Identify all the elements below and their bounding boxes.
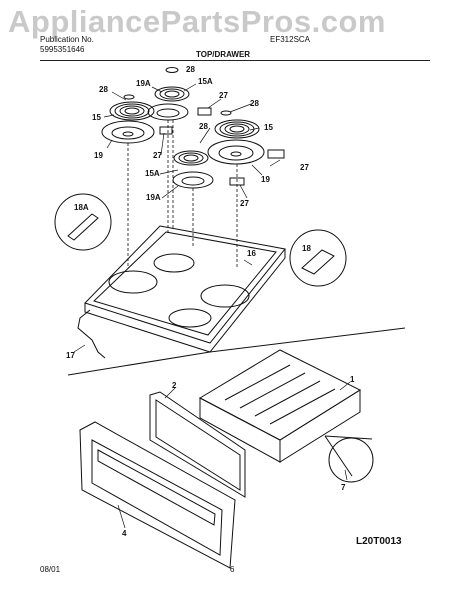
- drawer-body[interactable]: [198, 349, 362, 463]
- drip-bowl-left[interactable]: [101, 120, 155, 144]
- drip-bowl-center[interactable]: [172, 171, 214, 189]
- footer-page-number: 6: [230, 565, 235, 574]
- callout-27: 27: [219, 91, 228, 100]
- cooktop[interactable]: [84, 225, 286, 353]
- callout-19: 19: [261, 175, 270, 184]
- callout-19a: 19A: [146, 193, 161, 202]
- callout-7: 7: [341, 483, 346, 492]
- receptacle-block[interactable]: [159, 107, 285, 186]
- surface-element-right[interactable]: [214, 119, 260, 139]
- callout-17: 17: [66, 351, 75, 360]
- callout-2: 2: [172, 381, 177, 390]
- callout-27: 27: [300, 163, 309, 172]
- watermark: AppliancePartsPros.com: [8, 4, 386, 39]
- clip-detail[interactable]: [67, 213, 99, 241]
- diagram-id: L20T0013: [356, 536, 402, 547]
- callout-16: 16: [247, 249, 256, 258]
- callout-27: 27: [153, 151, 162, 160]
- callout-15: 15: [92, 113, 101, 122]
- surface-element-back-left[interactable]: [109, 101, 155, 121]
- callout-15a: 15A: [145, 169, 160, 178]
- callout-15: 15: [264, 123, 273, 132]
- callout-28: 28: [199, 122, 208, 131]
- lift-rod[interactable]: [77, 309, 106, 359]
- ring-part-top[interactable]: [165, 67, 179, 73]
- callout-1: 1: [350, 375, 355, 384]
- callout-15a: 15A: [198, 77, 213, 86]
- callout-28: 28: [250, 99, 259, 108]
- model-number: EF312SCA: [270, 35, 311, 44]
- section-title: TOP/DRAWER: [196, 50, 251, 59]
- clip-detail-right[interactable]: [301, 249, 335, 275]
- detail-circle-left: [54, 193, 112, 251]
- footer-date: 08/01: [40, 565, 61, 574]
- drawer-panel[interactable]: [149, 391, 246, 498]
- callout-18: 18: [302, 244, 311, 253]
- detail-circle-right: [289, 229, 347, 287]
- callout-18a: 18A: [74, 203, 89, 212]
- callout-28: 28: [186, 65, 195, 74]
- callout-4: 4: [122, 529, 127, 538]
- surface-element-center[interactable]: [173, 150, 209, 166]
- callout-19a: 19A: [136, 79, 151, 88]
- publication-label: Publication No.: [40, 35, 94, 44]
- header-rule: [40, 60, 430, 61]
- callout-28: 28: [99, 85, 108, 94]
- publication-number: 5995351646: [40, 45, 85, 54]
- drawer-front[interactable]: [79, 421, 236, 569]
- callout-19: 19: [94, 151, 103, 160]
- drip-bowl-right[interactable]: [207, 139, 265, 165]
- surface-element-back-center[interactable]: [154, 86, 190, 102]
- callout-27: 27: [240, 199, 249, 208]
